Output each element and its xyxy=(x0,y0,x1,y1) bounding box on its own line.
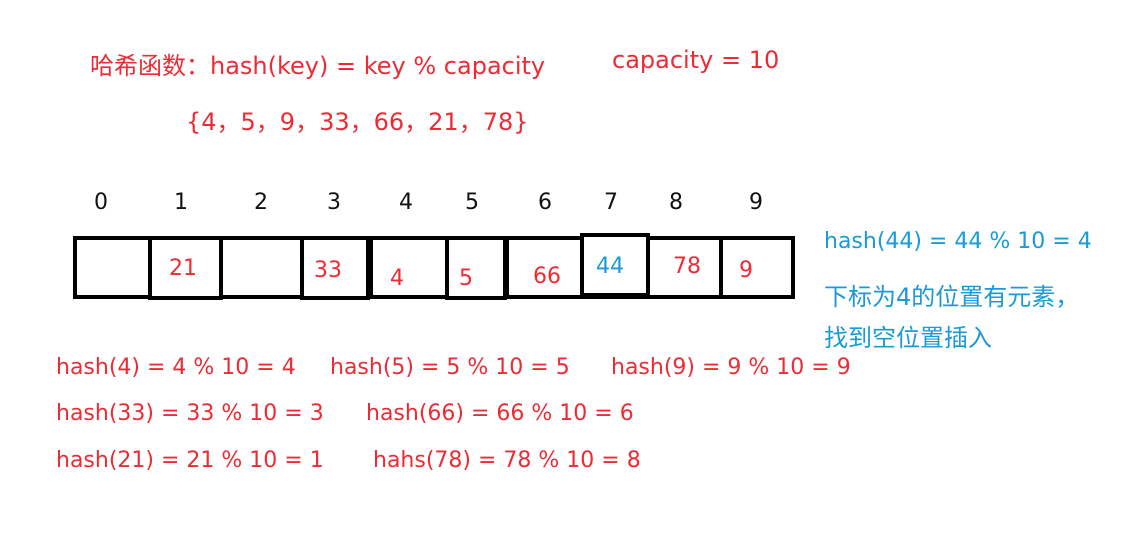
formula-hash-9: hash(9) = 9 % 10 = 9 xyxy=(611,355,851,380)
collision-note-line-2: 找到空位置插入 xyxy=(824,324,992,352)
formula-hash-21: hash(21) = 21 % 10 = 1 xyxy=(56,448,324,473)
slot-value-1: 21 xyxy=(169,256,197,281)
index-label-2: 2 xyxy=(254,190,268,215)
formula-hash-4: hash(4) = 4 % 10 = 4 xyxy=(56,355,296,380)
index-label-5: 5 xyxy=(465,190,479,215)
slot-value-8: 78 xyxy=(673,254,701,279)
slot-divider xyxy=(506,236,509,299)
slot-7 xyxy=(580,233,650,297)
slot-9 xyxy=(719,236,795,299)
index-label-8: 8 xyxy=(669,190,683,215)
slot-value-6: 66 xyxy=(533,264,561,289)
slot-value-9: 9 xyxy=(739,258,753,283)
index-label-1: 1 xyxy=(174,190,188,215)
formula-hash-66: hash(66) = 66 % 10 = 6 xyxy=(366,401,634,426)
capacity-label: capacity = 10 xyxy=(612,46,780,74)
index-label-0: 0 xyxy=(94,190,108,215)
slot-value-3: 33 xyxy=(314,258,342,283)
collision-note-line-1: 下标为4的位置有元素， xyxy=(824,283,1080,311)
hash-function-title: 哈希函数：hash(key) = key % capacity xyxy=(90,52,546,80)
key-set: {4，5，9，33，66，21，78} xyxy=(186,108,529,136)
formula-hash-78: hahs(78) = 78 % 10 = 8 xyxy=(373,448,641,473)
formula-hash-5: hash(5) = 5 % 10 = 5 xyxy=(330,355,570,380)
index-label-4: 4 xyxy=(399,190,413,215)
slot-value-7: 44 xyxy=(596,254,624,279)
slot-5 xyxy=(445,236,507,300)
formula-hash-33: hash(33) = 33 % 10 = 3 xyxy=(56,401,324,426)
slot-value-5: 5 xyxy=(459,266,473,291)
index-label-9: 9 xyxy=(749,190,763,215)
collision-formula: hash(44) = 44 % 10 = 4 xyxy=(824,229,1092,254)
slot-divider xyxy=(370,236,373,299)
index-label-3: 3 xyxy=(327,190,341,215)
slot-1 xyxy=(148,236,223,300)
index-label-6: 6 xyxy=(538,190,552,215)
slot-value-4: 4 xyxy=(390,266,404,291)
slot-3 xyxy=(300,236,370,300)
index-label-7: 7 xyxy=(604,190,618,215)
